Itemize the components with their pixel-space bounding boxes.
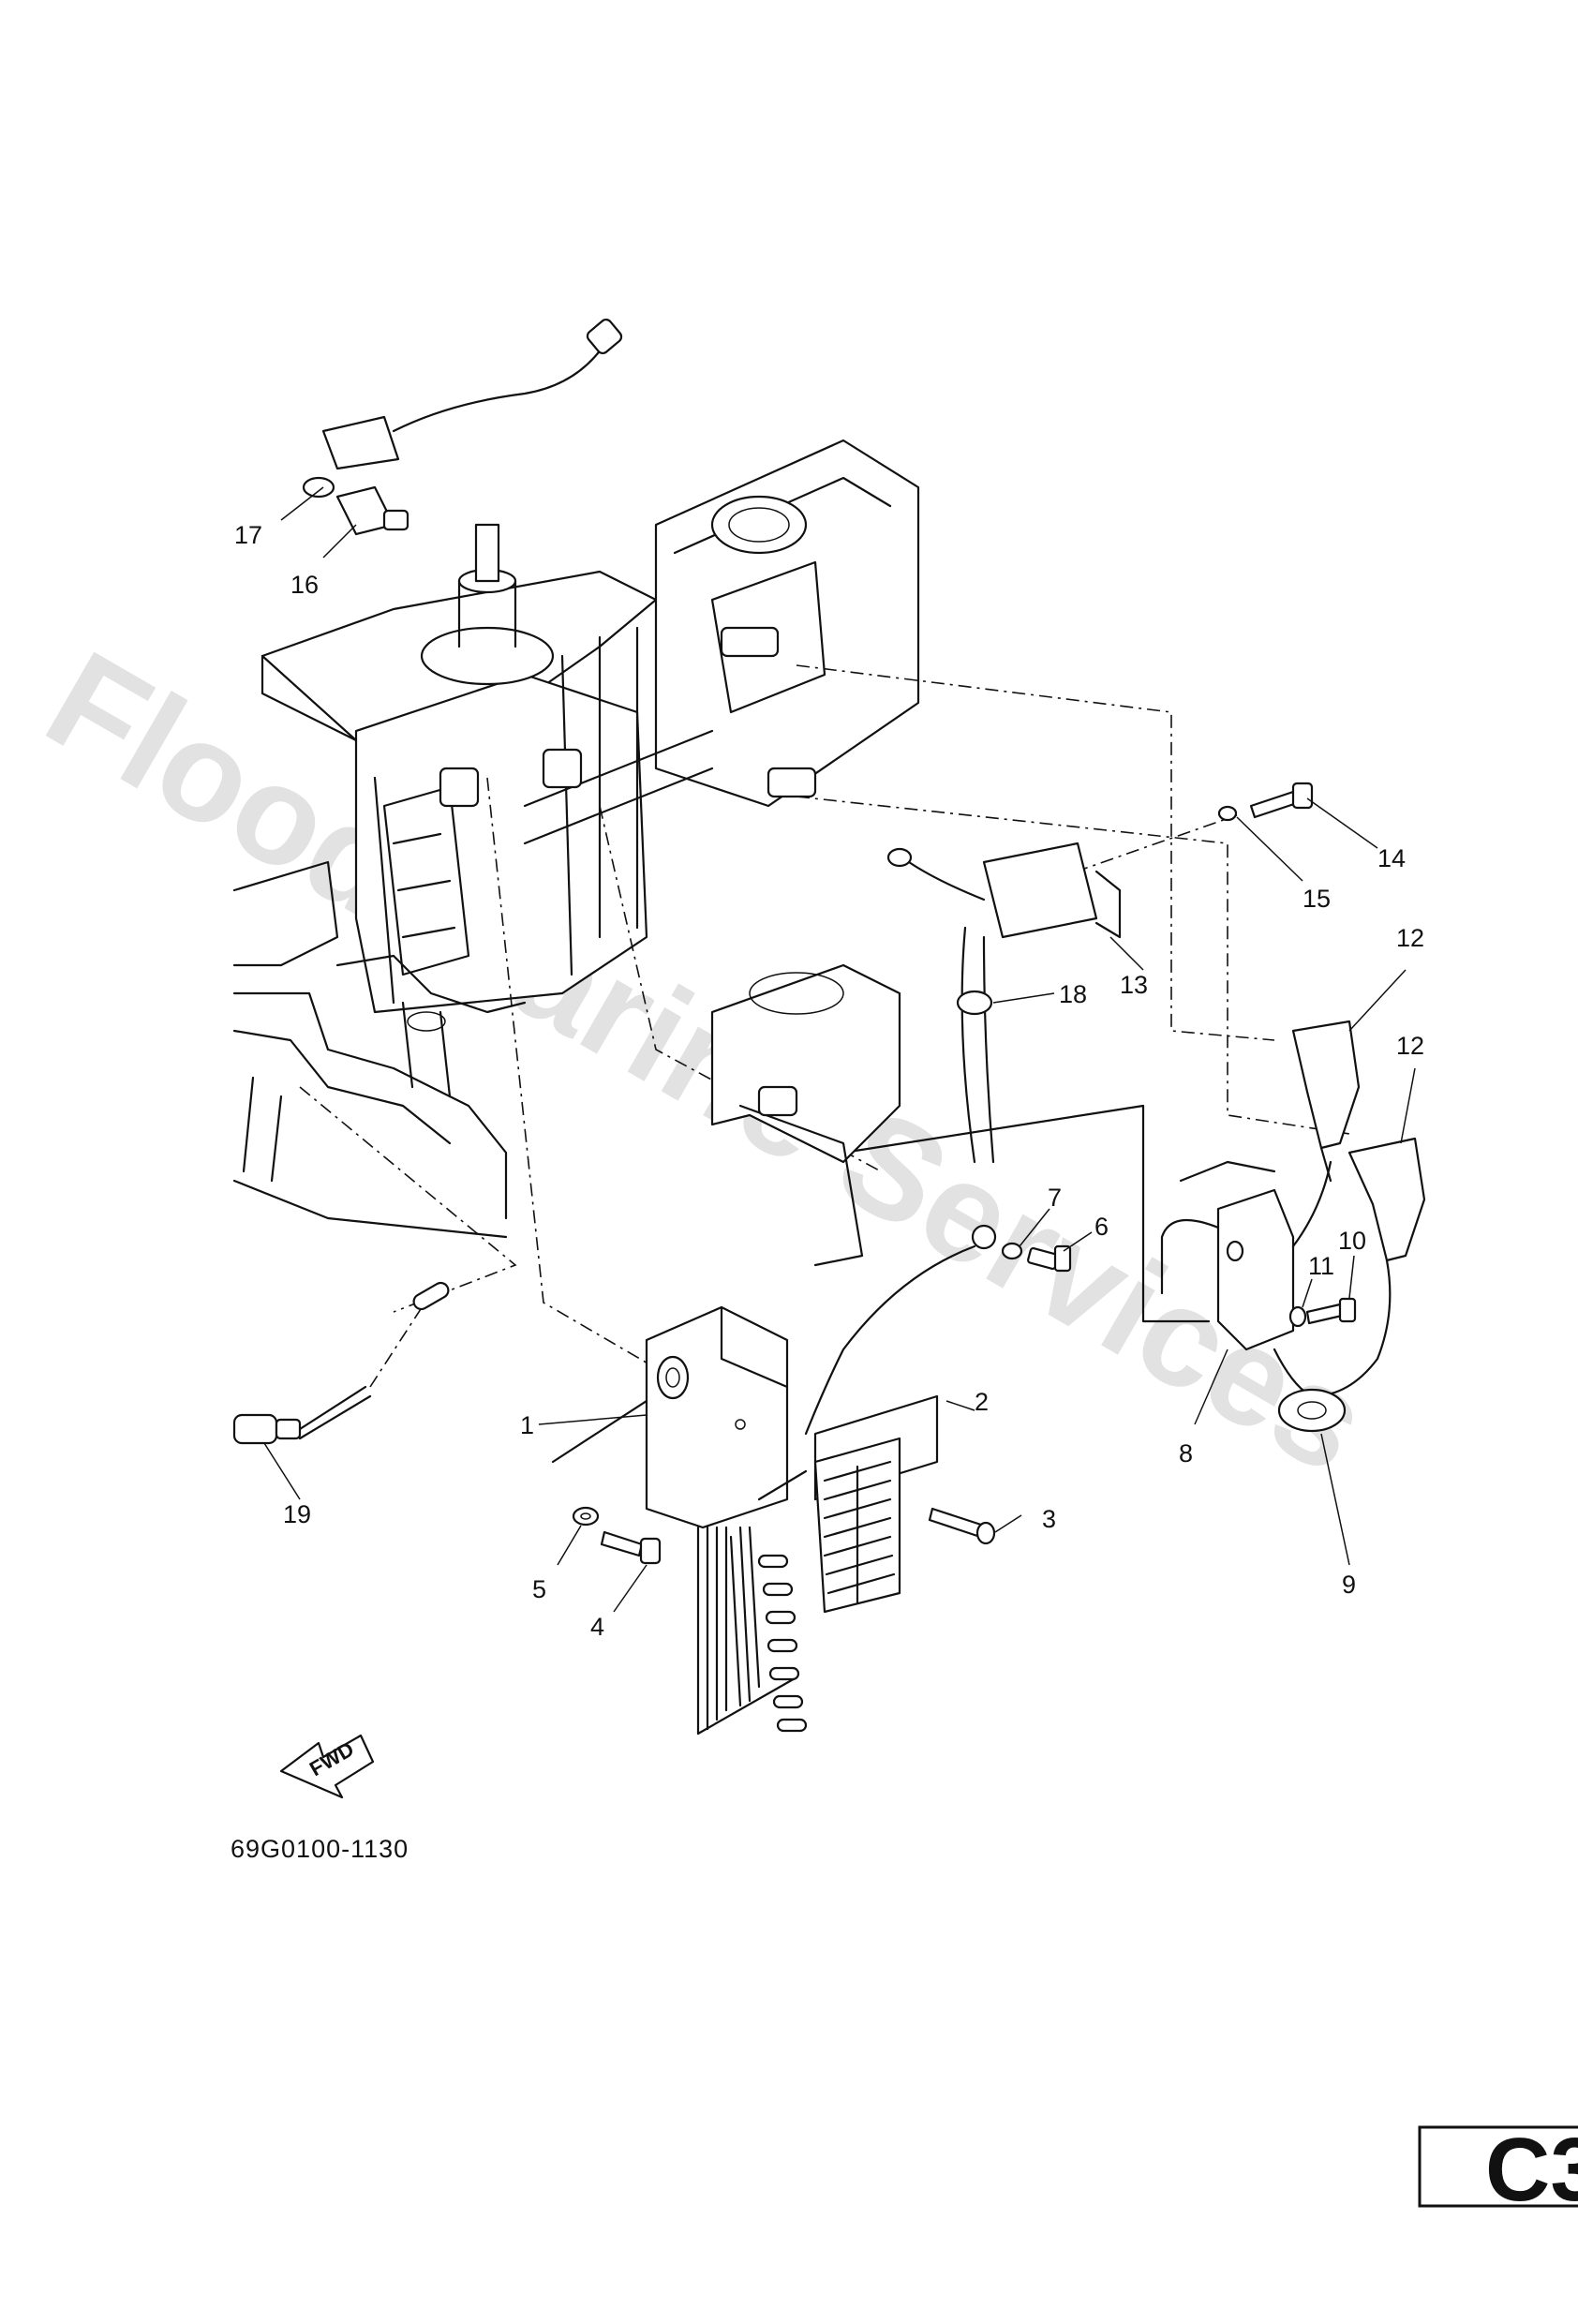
callout-16: 16 <box>290 571 319 599</box>
page-ref-box: C3 <box>1418 2120 1578 2220</box>
callout-19: 19 <box>283 1500 311 1528</box>
callout-4: 4 <box>590 1613 604 1641</box>
page-ref: C3 <box>1485 2120 1578 2220</box>
part-9-grommet <box>1277 1388 1347 1433</box>
callout-9: 9 <box>1342 1571 1356 1599</box>
part-6-bolt <box>1027 1244 1072 1273</box>
part-2-connector-bank <box>813 1394 939 1614</box>
part-7-washer <box>1001 1242 1023 1260</box>
callout-12-a: 12 <box>1396 924 1424 952</box>
part-10-bolt <box>1305 1297 1357 1325</box>
callout-leaders <box>263 486 1416 1613</box>
callout-17: 17 <box>234 521 262 549</box>
part-14-bolt <box>1249 782 1314 819</box>
bullet-connectors <box>757 1554 808 1733</box>
callout-11: 11 <box>1308 1252 1334 1280</box>
callout-13: 13 <box>1120 971 1148 999</box>
part-3-screw <box>928 1507 996 1545</box>
callout-14: 14 <box>1377 844 1406 872</box>
callout-18: 18 <box>1059 980 1087 1008</box>
part-19-sensor <box>232 1281 450 1445</box>
part-1-cdi-unit <box>645 1305 789 1529</box>
callout-10: 10 <box>1338 1227 1366 1255</box>
part-12-plug-cap-a <box>1291 1020 1361 1183</box>
wire-harness <box>696 1469 808 1736</box>
diagram-code: 69G0100-1130 <box>231 1835 409 1863</box>
bracket-plate <box>710 963 901 1267</box>
part-17-plug-cap-lead <box>302 318 623 499</box>
callout-2: 2 <box>975 1388 989 1416</box>
callout-8: 8 <box>1179 1439 1193 1467</box>
callout-6: 6 <box>1094 1213 1109 1241</box>
part-5-washer <box>572 1506 600 1527</box>
callout-1: 1 <box>520 1411 534 1439</box>
part-12-plug-cap-b <box>1310 1137 1426 1398</box>
part-4-bolt <box>600 1530 662 1565</box>
callout-3: 3 <box>1042 1505 1056 1533</box>
ring-terminal <box>804 1224 997 1436</box>
fwd-arrow: FWD <box>279 1734 375 1799</box>
callout-labels: 1 2 3 4 5 6 7 8 9 10 11 12 12 13 14 15 1… <box>234 521 1424 1641</box>
part-15-washer <box>1217 805 1238 822</box>
engine-block <box>232 439 920 1239</box>
callout-5: 5 <box>532 1575 546 1603</box>
callout-15: 15 <box>1303 885 1331 913</box>
part-16-sensor <box>335 485 409 536</box>
callout-12-b: 12 <box>1396 1032 1424 1060</box>
part-18-clamp <box>956 990 993 1016</box>
part-13-rectifier <box>886 842 1122 1164</box>
callout-7: 7 <box>1048 1184 1062 1212</box>
part-11-washer <box>1288 1305 1307 1328</box>
